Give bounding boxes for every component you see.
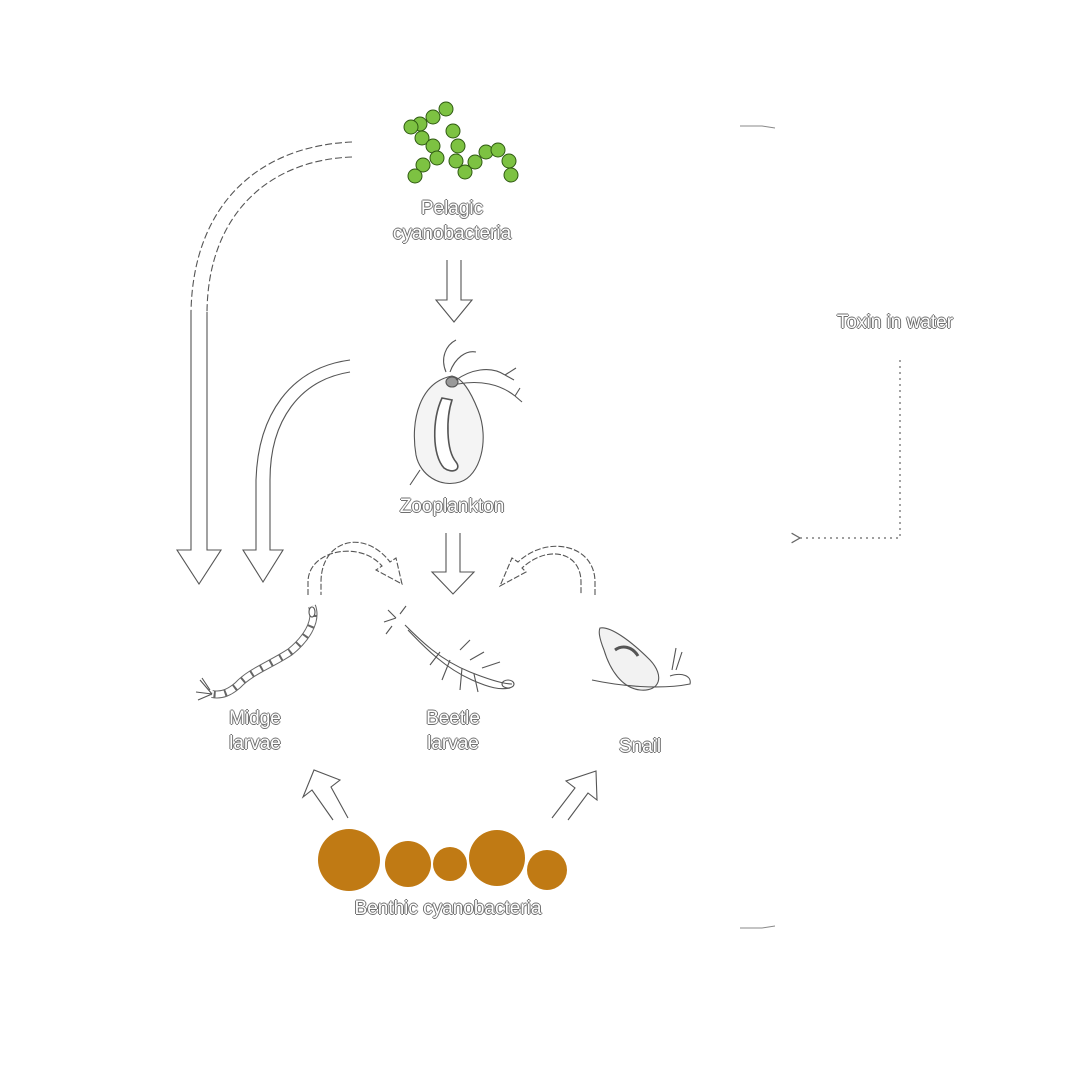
arrow-zooplankton-to-midge	[242, 359, 351, 584]
label-snail: Snail	[618, 736, 662, 757]
arrow-benthic-to-midge	[301, 769, 349, 821]
snail-icon	[591, 627, 691, 691]
bracket-mark-top	[740, 125, 776, 129]
label-beetle-larvae: Beetle larvae	[426, 708, 480, 754]
arrow-toxin-to-food-web	[791, 360, 901, 544]
cyanobacteria-chain-icon	[403, 101, 519, 184]
arrow-snail-to-beetle	[498, 545, 596, 595]
label-benthic-cyanobacteria: Benthic cyanobacteria	[354, 898, 542, 919]
arrow-pelagic-to-midge	[175, 141, 353, 586]
label-zooplankton: Zooplankton	[399, 496, 505, 517]
arrow-pelagic-to-zooplankton	[434, 260, 474, 323]
midge-larva-icon	[195, 604, 318, 701]
arrow-midge-to-beetle	[307, 541, 403, 595]
beetle-larva-icon	[383, 605, 515, 693]
label-toxin-in-water: Toxin in water	[836, 312, 954, 333]
benthic-colonies-icon	[318, 829, 567, 891]
arrow-benthic-to-snail	[551, 770, 598, 821]
arrow-zooplankton-to-beetle	[430, 533, 476, 595]
label-pelagic-cyanobacteria: Pelagic cyanobacteria	[392, 198, 512, 244]
daphnia-icon	[409, 339, 523, 486]
bracket-mark-bottom	[740, 925, 776, 929]
label-midge-larvae: Midge larvae	[229, 708, 281, 754]
